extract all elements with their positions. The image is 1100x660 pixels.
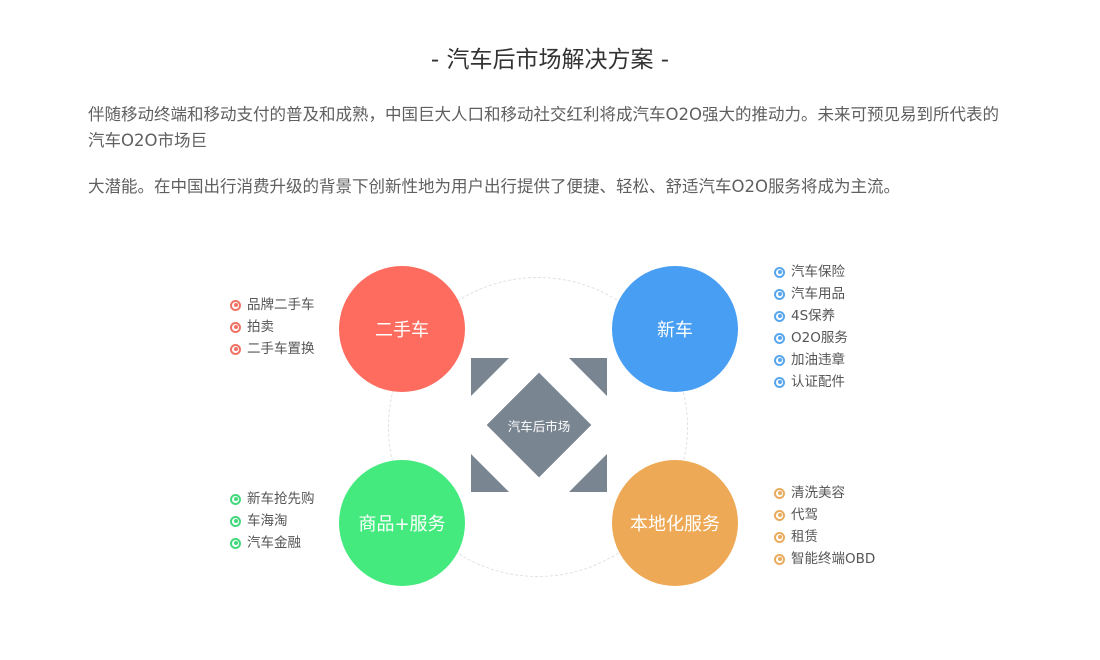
list-item: 认证配件 <box>774 371 848 393</box>
goods-service-circle: 商品+服务 <box>339 460 465 586</box>
list-item: 清洗美容 <box>774 482 875 504</box>
list-item: 汽车保险 <box>774 261 848 283</box>
used-car-circle: 二手车 <box>339 266 465 392</box>
goods-service-list: 新车抢先购 车海淘 汽车金融 <box>230 488 315 554</box>
list-item: 新车抢先购 <box>230 488 315 510</box>
bullet-dot-icon <box>774 288 785 300</box>
list-item: O2O服务 <box>774 327 848 349</box>
bullet-dot-icon <box>230 321 241 333</box>
hub-arrow-top-right <box>569 358 607 396</box>
list-item: 车海淘 <box>230 510 315 532</box>
local-service-list: 清洗美容 代驾 租赁 智能终端OBD <box>774 482 875 570</box>
list-item: 代驾 <box>774 504 875 526</box>
list-item: 4S保养 <box>774 305 848 327</box>
bullet-dot-icon <box>230 299 241 311</box>
hub-arrow-bottom-left <box>471 454 509 492</box>
hub-label: 汽车后市场 <box>507 419 571 434</box>
bullet-dot-icon <box>774 531 785 543</box>
new-car-circle: 新车 <box>612 266 738 392</box>
bullet-dot-icon <box>774 354 785 366</box>
bullet-dot-icon <box>230 343 241 355</box>
bullet-dot-icon <box>774 509 785 521</box>
list-item: 拍卖 <box>230 316 315 338</box>
bullet-dot-icon <box>230 493 241 505</box>
page-title: - 汽车后市场解决方案 - <box>430 47 670 73</box>
list-item: 汽车金融 <box>230 532 315 554</box>
bullet-dot-icon <box>230 515 241 527</box>
hub-arrow-top-left <box>471 358 509 396</box>
list-item: 二手车置换 <box>230 338 315 360</box>
list-item: 智能终端OBD <box>774 548 875 570</box>
intro-paragraph-2: 大潜能。在中国出行消费升级的背景下创新性地为用户出行提供了便捷、轻松、舒适汽车O… <box>88 177 900 196</box>
bullet-dot-icon <box>230 537 241 549</box>
bullet-dot-icon <box>774 487 785 499</box>
list-item: 汽车用品 <box>774 283 848 305</box>
list-item: 租赁 <box>774 526 875 548</box>
list-item: 加油违章 <box>774 349 848 371</box>
bullet-dot-icon <box>774 553 785 565</box>
bullet-dot-icon <box>774 266 785 278</box>
list-item: 品牌二手车 <box>230 294 315 316</box>
bullet-dot-icon <box>774 332 785 344</box>
intro-paragraph-1: 伴随移动终端和移动支付的普及和成熟，中国巨大人口和移动社交红利将成汽车O2O强大… <box>88 105 999 150</box>
dashed-orbit-ring <box>388 277 688 577</box>
local-service-circle: 本地化服务 <box>612 460 738 586</box>
hub-cross-arrows-icon <box>471 358 607 492</box>
new-car-list: 汽车保险 汽车用品 4S保养 O2O服务 加油违章 认证配件 <box>774 261 848 393</box>
hub-arrow-bottom-right <box>569 454 607 492</box>
used-car-list: 品牌二手车 拍卖 二手车置换 <box>230 294 315 360</box>
bullet-dot-icon <box>774 310 785 322</box>
bullet-dot-icon <box>774 376 785 388</box>
